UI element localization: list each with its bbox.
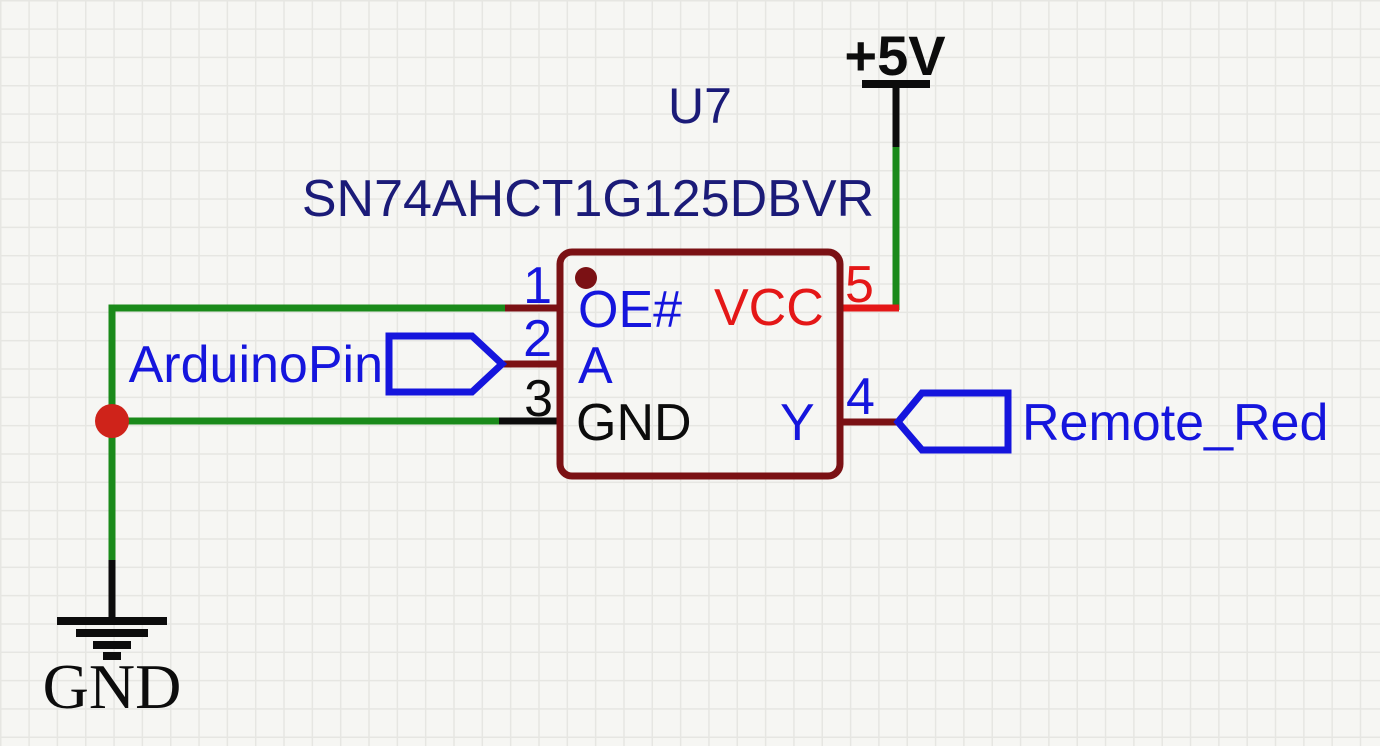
pin5-number: 5 (845, 256, 874, 314)
pin2-number: 2 (523, 310, 552, 368)
pin3-number: 3 (524, 370, 553, 428)
vcc-power-label: +5V (844, 24, 945, 87)
net-flag-arduinopin (385, 332, 508, 396)
pin4-number: 4 (846, 368, 875, 426)
pin5-name: VCC (714, 279, 824, 337)
pin1-marker-dot (575, 267, 597, 289)
pin1-name: OE# (578, 281, 682, 339)
component-refdes: U7 (668, 78, 732, 134)
net-label-arduinopin: ArduinoPin (129, 336, 383, 394)
wire-oe-to-gnd-net (108, 304, 507, 562)
net-flag-remote-red (893, 389, 1012, 454)
pin3-name: GND (576, 394, 692, 452)
component-body (556, 248, 844, 480)
component-part-number: SN74AHCT1G125DBVR (302, 170, 874, 228)
pin4-name: Y (780, 394, 815, 452)
pin1-number: 1 (523, 257, 552, 315)
wire-junction-dot (95, 404, 129, 438)
pin2-name: A (578, 337, 613, 395)
gnd-symbol-label: GND (43, 651, 182, 722)
net-label-remote-red: Remote_Red (1022, 394, 1328, 452)
